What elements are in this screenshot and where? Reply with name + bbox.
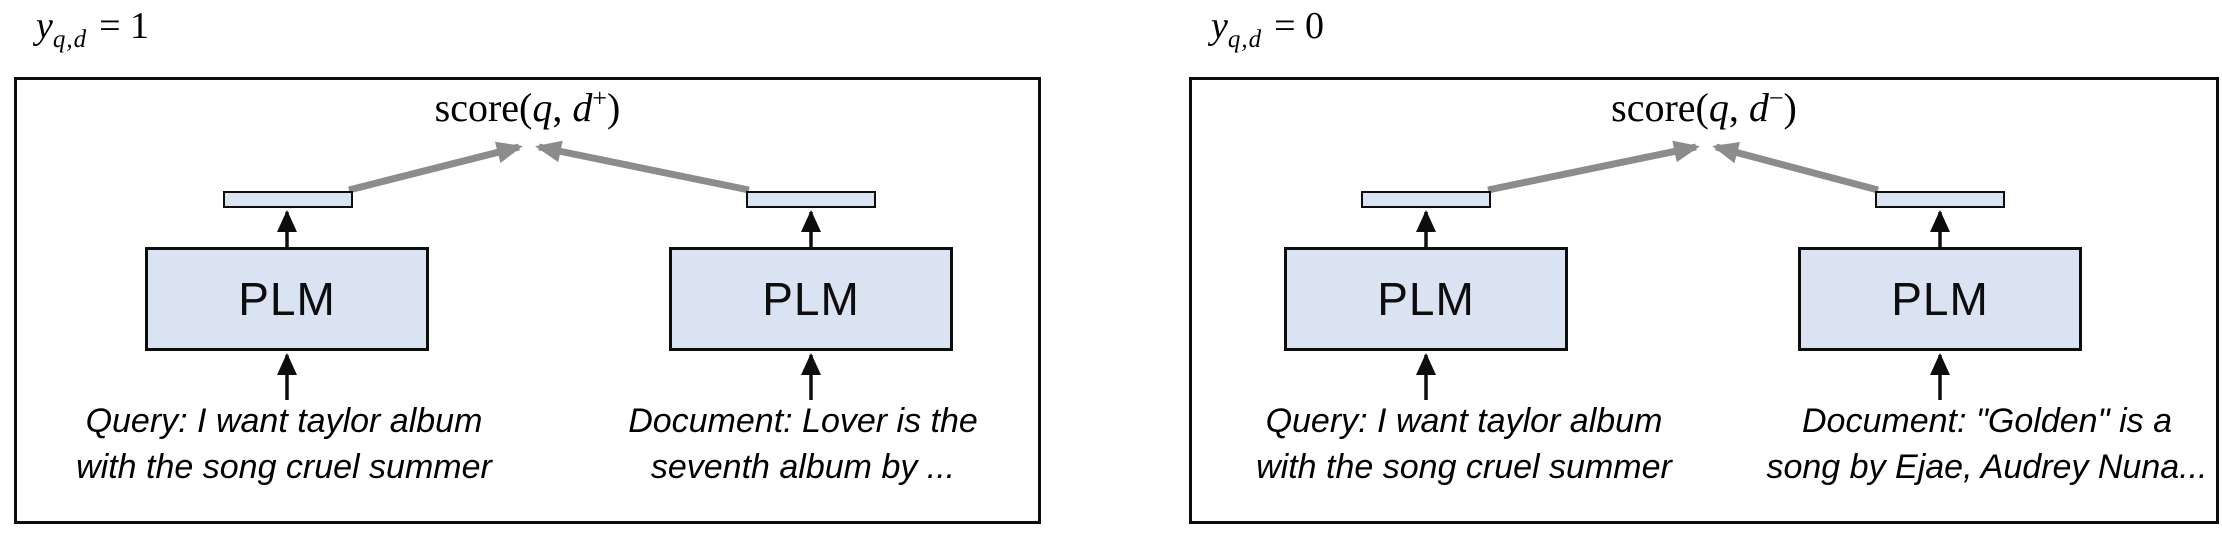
document-caption-line1: Document: Lover is the — [628, 402, 978, 440]
document-caption-line2: song by Ejae, Audrey Nuna... — [1766, 448, 2208, 486]
query-embedding-bar — [1361, 191, 1491, 208]
panel-frame-negative: score(q, d−) PLM PLM Query: I want taylo… — [1189, 77, 2219, 524]
negative-example-group: yq,d= 0 score(q, d−) PLM PLM — [1189, 5, 2219, 538]
query-caption-line2: with the song cruel summer — [76, 448, 492, 486]
score-superscript-plus: + — [592, 83, 608, 113]
plm-label: PLM — [238, 273, 336, 325]
arrows-overlay — [277, 140, 821, 400]
label-value: = 1 — [99, 5, 150, 47]
document-embedding-bar — [746, 191, 876, 208]
score-expression-negative: score(q, d−) — [1192, 84, 2216, 131]
query-plm-box: PLM — [1284, 247, 1568, 351]
gray-arrow-document-embedding-to-score — [535, 140, 750, 194]
panel-content: score(q, d+) PLM PLM Query: I want taylo… — [17, 80, 1038, 521]
plm-label: PLM — [762, 273, 860, 325]
gray-arrow-query-embedding-to-score — [348, 141, 523, 194]
query-caption: Query: I want taylor album with the song… — [1184, 398, 1744, 490]
score-arg-q: q — [1708, 85, 1729, 130]
label-y-equals-0: yq,d = 0 — [1211, 4, 1324, 54]
plm-label: PLM — [1377, 273, 1475, 325]
score-arg-d: d — [1748, 85, 1769, 130]
document-caption-line1: Document: "Golden" is a — [1802, 402, 2172, 440]
gray-arrow-query-embedding-to-score — [1487, 140, 1700, 194]
score-close-paren: ) — [1783, 85, 1797, 130]
label-y-equals-1: yq,d = 1 — [36, 4, 149, 54]
document-caption: Document: "Golden" is a song by Ejae, Au… — [1707, 398, 2222, 490]
panel-frame-positive: score(q, d+) PLM PLM Query: I want taylo… — [14, 77, 1041, 524]
document-plm-box: PLM — [1798, 247, 2082, 351]
plm-label: PLM — [1891, 273, 1989, 325]
score-arg-q: q — [532, 85, 553, 130]
score-comma: , — [552, 85, 573, 130]
positive-example-group: yq,d= 1 score(q, d+) PLM PLM — [14, 5, 1041, 538]
query-caption-line1: Query: I want taylor album — [85, 402, 483, 440]
label-variable: y — [36, 5, 53, 47]
score-arg-d: d — [572, 85, 593, 130]
query-plm-box: PLM — [145, 247, 429, 351]
document-embedding-bar — [1875, 191, 2005, 208]
gray-arrow-document-embedding-to-score — [1712, 142, 1879, 194]
score-expression-positive: score(q, d+) — [17, 84, 1038, 131]
score-comma: , — [1728, 85, 1749, 130]
score-close-paren: ) — [607, 85, 621, 130]
document-plm-box: PLM — [669, 247, 953, 351]
query-caption-line2: with the song cruel summer — [1256, 448, 1672, 486]
label-subscript: q,d — [1227, 26, 1263, 53]
arrows-overlay — [1416, 140, 1950, 400]
score-function: score( — [1611, 85, 1709, 130]
query-caption: Query: I want taylor album with the song… — [4, 398, 564, 490]
label-subscript: q,d — [52, 26, 88, 53]
query-caption-line1: Query: I want taylor album — [1265, 402, 1663, 440]
query-embedding-bar — [223, 191, 353, 208]
label-variable: y — [1211, 5, 1228, 47]
score-superscript-minus: − — [1768, 83, 1784, 113]
panel-content: score(q, d−) PLM PLM Query: I want taylo… — [1192, 80, 2216, 521]
label-value: = 0 — [1274, 5, 1325, 47]
score-function: score( — [434, 85, 533, 130]
document-caption: Document: Lover is the seventh album by … — [523, 398, 1083, 490]
document-caption-line2: seventh album by ... — [650, 448, 956, 486]
